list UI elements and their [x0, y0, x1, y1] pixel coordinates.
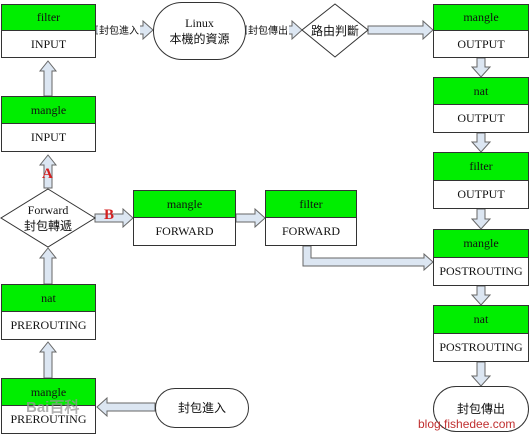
nat-output-box: nat OUTPUT: [433, 77, 529, 133]
chain-name: FORWARD: [155, 224, 214, 238]
chain-name: PREROUTING: [10, 318, 87, 332]
mangle-prerouting-box: mangle PREROUTING: [1, 378, 96, 434]
forward-decision-diamond: [0, 188, 96, 248]
baidu-watermark: Bai百科: [26, 399, 80, 416]
packet-in-terminal: 封包進入: [155, 388, 249, 428]
chain-name: FORWARD: [281, 224, 340, 238]
packet-out-terminal: 封包傳出: [433, 386, 529, 432]
table-name: nat: [2, 285, 95, 312]
mangle-output-box: mangle OUTPUT: [433, 4, 529, 58]
forward-decision-label: Forward 封包轉遞: [8, 196, 88, 240]
chain-name: POSTROUTING: [439, 263, 523, 278]
linux-local-resource-terminal: Linux 本機的資源: [153, 2, 246, 60]
table-name: mangle: [434, 230, 528, 258]
table-name: mangle: [134, 191, 235, 218]
filter-input-box: filter INPUT: [1, 4, 96, 58]
table-name: nat: [434, 306, 528, 334]
decision-text: 路由判斷: [310, 23, 359, 38]
mangle-forward-box: mangle FORWARD: [133, 190, 236, 246]
mangle-postrouting-box: mangle POSTROUTING: [433, 229, 529, 286]
arrow-nat-pre-to-forward: [38, 247, 58, 285]
mangle-input-box: mangle INPUT: [1, 96, 96, 152]
terminal-line2: 本機的資源: [169, 32, 230, 46]
terminal-text: 封包傳出: [456, 402, 505, 416]
filter-forward-box: filter FORWARD: [265, 190, 357, 246]
site-watermark: blog.fishedee.com: [418, 417, 516, 431]
table-name: mangle: [2, 97, 95, 124]
arrow-filter-output-to-mangle-post: [470, 208, 492, 230]
arrow-forward-to-mangle-input: [38, 154, 58, 189]
table-name: nat: [434, 78, 528, 105]
route-mark-a: A: [42, 166, 53, 182]
arrow-nat-output-to-filter-output: [470, 132, 492, 153]
routing-decision-diamond: [301, 3, 369, 58]
route-mark-b: B: [104, 207, 115, 223]
table-name: mangle: [434, 5, 528, 31]
routing-decision-label: 路由判斷: [302, 4, 368, 57]
chain-name: INPUT: [30, 130, 67, 144]
chain-name: PREROUTING: [10, 412, 87, 426]
chain-name: POSTROUTING: [439, 339, 523, 354]
decision-line2: 封包轉遞: [23, 219, 72, 233]
table-name: filter: [2, 5, 95, 31]
arrow-mangle-input-to-filter-input: [38, 60, 58, 97]
arrow-layer: [38, 19, 492, 418]
arrow-mangle-pre-to-nat-pre: [38, 341, 58, 379]
chain-name: OUTPUT: [457, 36, 505, 51]
arrow-mangle-forward-to-filter-forward: [235, 207, 266, 229]
nat-prerouting-box: nat PREROUTING: [1, 284, 96, 340]
table-name: filter: [434, 153, 528, 181]
arrow-filter-forward-to-mangle-post: [302, 245, 434, 272]
table-name: filter: [266, 191, 356, 218]
arrow-nat-post-to-packet-out: [470, 361, 492, 387]
chain-name: OUTPUT: [457, 186, 505, 201]
arrow-mangle-post-to-nat-post: [470, 285, 492, 306]
arrow-packet-in-to-mangle-pre: [96, 396, 156, 418]
arrow-mangle-output-to-nat-output: [470, 57, 492, 78]
decision-line1: Forward: [27, 203, 69, 217]
chain-name: INPUT: [30, 36, 67, 51]
terminal-line1: Linux: [185, 16, 214, 30]
terminal-text: 封包進入: [177, 401, 226, 415]
edge-label-out-of-local: 封包傳出: [247, 22, 289, 37]
chain-name: OUTPUT: [457, 111, 505, 125]
table-name: mangle: [2, 379, 95, 406]
arrow-routing-to-mangle-output: [367, 19, 434, 41]
filter-output-box: filter OUTPUT: [433, 152, 529, 209]
arrow-forward-to-mangle-forward: [94, 207, 134, 229]
nat-postrouting-box: nat POSTROUTING: [433, 305, 529, 362]
edge-label-into-local: 封包進入: [98, 22, 140, 37]
